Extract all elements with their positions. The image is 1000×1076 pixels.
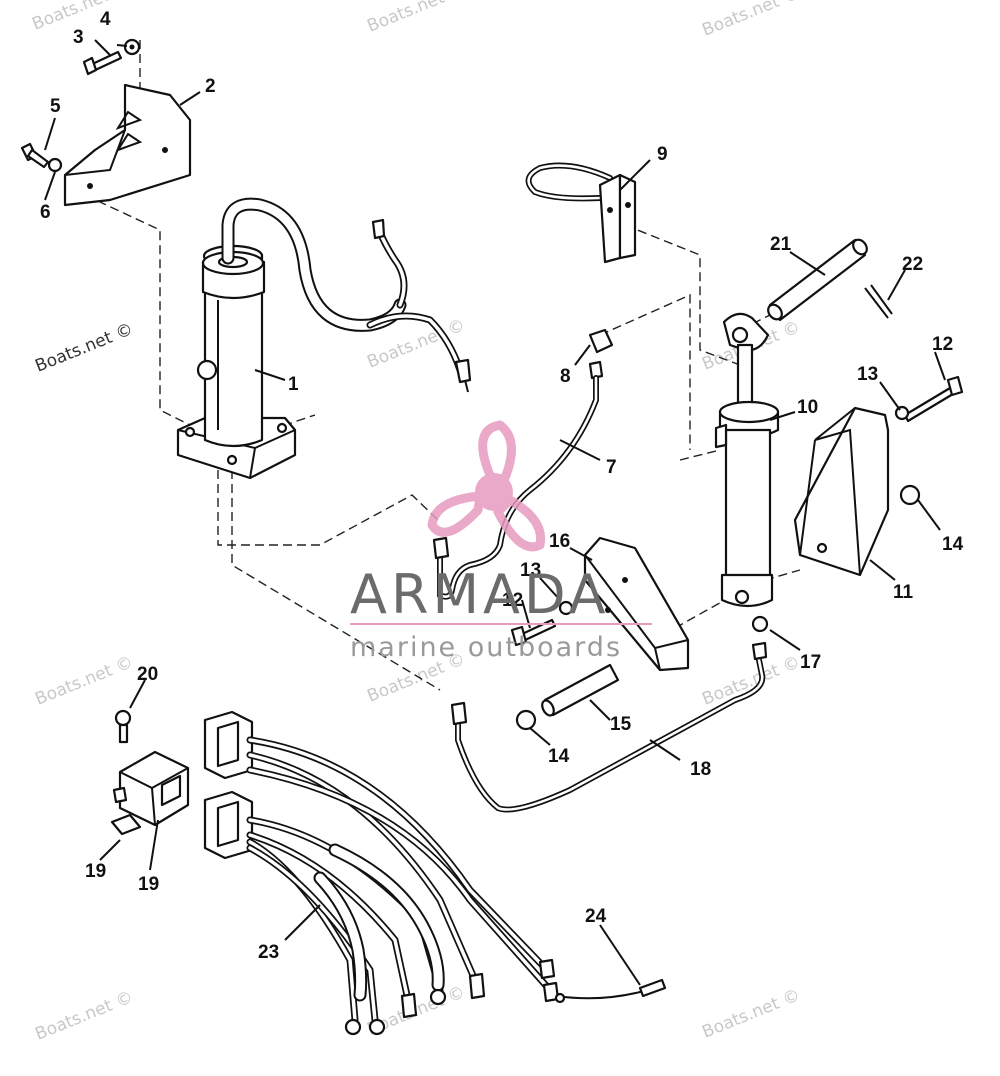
brand-tagline: marine outboards [350, 632, 622, 663]
pin-part-15 [541, 663, 620, 717]
callout-23: 24 [585, 906, 607, 927]
callout-4: 4 [100, 9, 111, 30]
pump-motor-part-1 [176, 197, 472, 480]
watermark: Boats.net © [699, 0, 803, 41]
callout-14-left: 14 [548, 746, 570, 767]
callout-11: 11 [893, 582, 914, 603]
pin-part-24 [767, 238, 868, 322]
washer-part-13-left [558, 600, 574, 616]
callout-2: 2 [205, 76, 216, 97]
propeller-icon [427, 420, 546, 552]
callout-7: 7 [606, 457, 617, 478]
bolt-part-5 [20, 142, 50, 169]
callout-8: 8 [560, 366, 571, 387]
callout-10: 10 [797, 397, 818, 418]
watermark: Boats.net © [32, 652, 136, 709]
relay-part-19 [112, 750, 190, 827]
wiring-harness-part-22 [203, 710, 560, 1036]
hydraulic-line-part-18 [450, 641, 768, 813]
callout-12-right: 12 [932, 334, 953, 355]
bracket-part-11 [793, 406, 890, 577]
callout-16: 16 [549, 531, 570, 552]
callout-6: 6 [40, 202, 51, 223]
watermark: Boats.net © [32, 987, 136, 1044]
callout-12-left: 12 [502, 590, 523, 611]
callout-9: 9 [657, 144, 668, 165]
clamp-part-9 [525, 162, 637, 264]
washer-part-6 [47, 157, 63, 173]
callout-leaders [44, 39, 946, 986]
callout-25: 22 [902, 254, 923, 275]
fitting-part-17 [751, 615, 769, 633]
callout-labels: 4 3 2 5 6 1 9 8 7 21 22 12 13 10 14 11 1… [40, 9, 964, 963]
brand-name: ARMADA [350, 563, 610, 626]
armada-logo: ARMADA marine outboards [350, 420, 652, 663]
callout-17: 17 [800, 652, 821, 673]
callout-13-right: 13 [857, 364, 878, 385]
washer-part-13-right [894, 405, 910, 421]
hydraulic-line-part-7 [432, 375, 599, 600]
nut-part-4 [123, 38, 141, 56]
cotter-pin-part-25 [864, 284, 893, 319]
callout-15: 15 [610, 714, 632, 735]
callout-1: 1 [288, 374, 299, 395]
callout-22: 23 [258, 942, 279, 963]
callout-20: 20 [137, 664, 158, 685]
nut-part-14-left [515, 709, 537, 731]
watermark: Boats.net © [699, 652, 803, 709]
callout-14-right: 14 [942, 534, 964, 555]
callout-3: 3 [73, 27, 84, 48]
callout-21: 19 [85, 861, 106, 882]
trim-cylinder-part-10 [714, 312, 780, 608]
callout-13-left: 13 [520, 560, 541, 581]
bolt-part-12-right [903, 375, 964, 423]
screw-part-20 [114, 709, 132, 744]
nut-part-14-right [899, 484, 921, 506]
watermark: Boats.net © [32, 319, 136, 376]
callout-19: 19 [138, 874, 159, 895]
bracket-part-2 [63, 83, 192, 207]
callout-5: 5 [50, 96, 61, 117]
lead-wire-part-23 [554, 978, 667, 1004]
clip-part-21 [110, 813, 142, 836]
bolt-part-3 [82, 50, 123, 76]
callout-18: 18 [690, 759, 711, 780]
watermark: Boats.net © [699, 985, 803, 1042]
fitting-part-8 [588, 328, 614, 380]
callout-24: 21 [770, 234, 792, 255]
bracket-part-16 [583, 536, 690, 672]
watermark: Boats.net © [364, 0, 468, 37]
